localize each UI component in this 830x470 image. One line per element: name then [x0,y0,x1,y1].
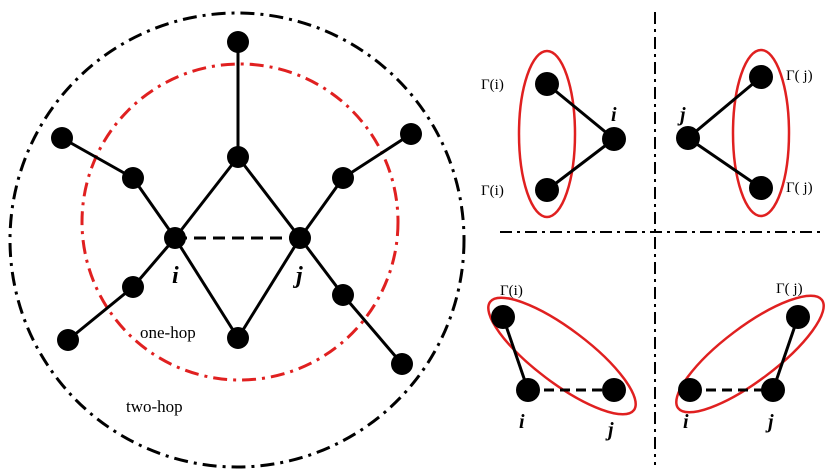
node [57,329,79,351]
node [122,167,144,189]
edge [173,156,240,239]
node [227,31,249,53]
edge [298,237,345,296]
node [749,176,773,200]
node-i [602,127,626,151]
node [400,123,422,145]
edge [298,177,345,239]
label-node-j: j [292,263,303,289]
edge [341,294,404,365]
neighbor-ellipse [487,296,637,416]
edge [173,237,240,339]
label-gamma-i-top: Γ(i) [481,77,504,93]
label-gamma-j: Γ( j) [776,281,803,297]
label-node-j: j [765,411,774,433]
label-gamma-j-bottom: Γ( j) [786,180,813,196]
edge [67,285,134,342]
edges [61,42,412,365]
node [332,284,354,306]
edge [61,136,134,180]
node [535,72,559,96]
label-node-j: j [677,104,686,126]
node [535,178,559,202]
label-one-hop: one-hop [140,323,196,342]
node-i [516,378,540,402]
label-gamma-j-top: Γ( j) [786,68,813,84]
edge [236,237,302,339]
node-j [289,227,311,249]
edge [236,156,302,239]
edge [342,132,412,180]
node [391,353,413,375]
label-node-i: i [519,411,525,433]
node [491,305,515,329]
node [786,305,810,329]
label-node-i: i [611,104,617,126]
neighbor-ellipse [675,294,825,414]
node-j [602,378,626,402]
edge [131,177,177,239]
node [227,146,249,168]
neighbor-ellipse [517,49,577,219]
node [51,127,73,149]
node-i [164,227,186,249]
label-node-i: i [683,411,689,433]
label-gamma-i-bottom: Γ(i) [481,183,504,199]
label-node-i: i [172,263,179,289]
node [332,167,354,189]
node [227,327,249,349]
label-gamma-i: Γ(i) [500,283,523,299]
label-node-j: j [605,419,614,441]
neighbor-ellipse [731,48,791,218]
two-hop-ring [8,11,466,469]
node [122,276,144,298]
label-two-hop: two-hop [126,397,183,416]
node-j [761,378,785,402]
node-j [676,126,700,150]
node [749,65,773,89]
one-hop-ring [80,62,400,382]
nodes [51,31,422,375]
node-i [678,378,702,402]
